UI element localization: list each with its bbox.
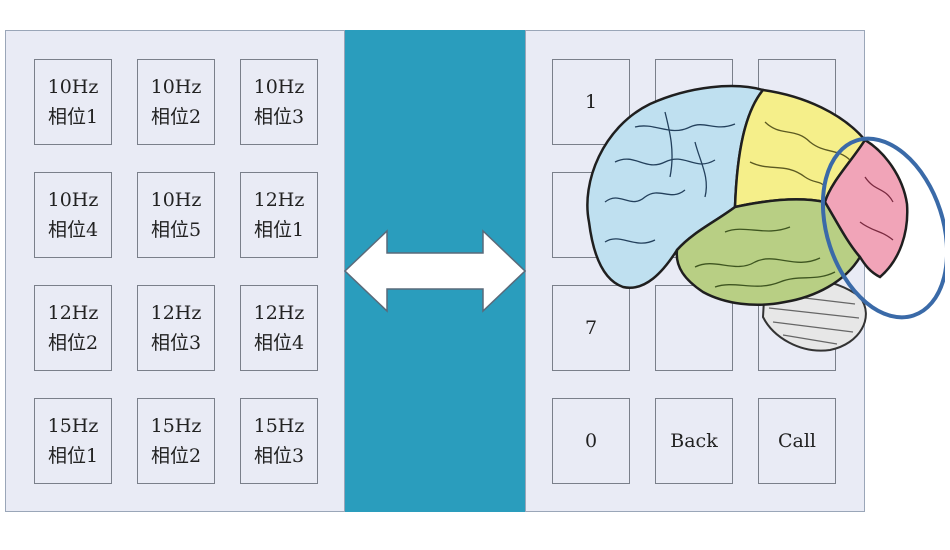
back-key[interactable]: Back (655, 398, 733, 484)
key-frequency: 10Hz (150, 189, 202, 211)
occipital-lobe (823, 138, 909, 279)
key-frequency: 15Hz (253, 415, 305, 437)
key-frequency: 10Hz (150, 76, 202, 98)
stimulus-key[interactable]: 10Hz 相位5 (137, 172, 215, 258)
stimulus-key[interactable]: 15Hz 相位3 (240, 398, 318, 484)
stimulus-key[interactable]: 12Hz 相位4 (240, 285, 318, 371)
key-phase: 相位3 (253, 106, 305, 128)
key-phase: 相位1 (253, 219, 305, 241)
key-label: Back (670, 430, 718, 452)
key-phase: 相位2 (150, 445, 202, 467)
key-frequency: 15Hz (150, 415, 202, 437)
keypad-key-7[interactable]: 7 (552, 285, 630, 371)
key-frequency: 12Hz (253, 302, 305, 324)
key-label: Call (777, 430, 817, 452)
brain-illustration (586, 84, 945, 352)
key-frequency: 12Hz (47, 302, 99, 324)
key-phase: 相位2 (47, 332, 99, 354)
key-frequency: 10Hz (47, 189, 99, 211)
key-phase: 相位5 (150, 219, 202, 241)
stimulus-key[interactable]: 15Hz 相位1 (34, 398, 112, 484)
stimulus-key[interactable]: 12Hz 相位1 (240, 172, 318, 258)
key-phase: 相位2 (150, 106, 202, 128)
key-frequency: 15Hz (47, 415, 99, 437)
stimulus-key[interactable]: 10Hz 相位3 (240, 59, 318, 145)
key-label: 7 (584, 317, 598, 339)
key-phase: 相位4 (47, 219, 99, 241)
key-frequency: 10Hz (253, 76, 305, 98)
stimulus-key[interactable]: 12Hz 相位2 (34, 285, 112, 371)
key-frequency: 12Hz (150, 302, 202, 324)
stimulus-key[interactable]: 10Hz 相位2 (137, 59, 215, 145)
key-frequency: 10Hz (47, 76, 99, 98)
key-phase: 相位3 (150, 332, 202, 354)
call-key[interactable]: Call (758, 398, 836, 484)
key-label: 0 (584, 430, 598, 452)
stimulus-key[interactable]: 12Hz 相位3 (137, 285, 215, 371)
key-frequency: 12Hz (253, 189, 305, 211)
key-phase: 相位1 (47, 106, 99, 128)
highlight-ring (820, 136, 945, 320)
key-phase: 相位1 (47, 445, 99, 467)
key-label: 1 (584, 91, 598, 113)
keypad-key-0[interactable]: 0 (552, 398, 630, 484)
key-phase: 相位4 (253, 332, 305, 354)
key-phase: 相位3 (253, 445, 305, 467)
double-headed-arrow-icon (343, 229, 527, 313)
stimulus-key[interactable]: 10Hz 相位1 (34, 59, 112, 145)
stimulus-key[interactable]: 10Hz 相位4 (34, 172, 112, 258)
stimulus-key[interactable]: 15Hz 相位2 (137, 398, 215, 484)
